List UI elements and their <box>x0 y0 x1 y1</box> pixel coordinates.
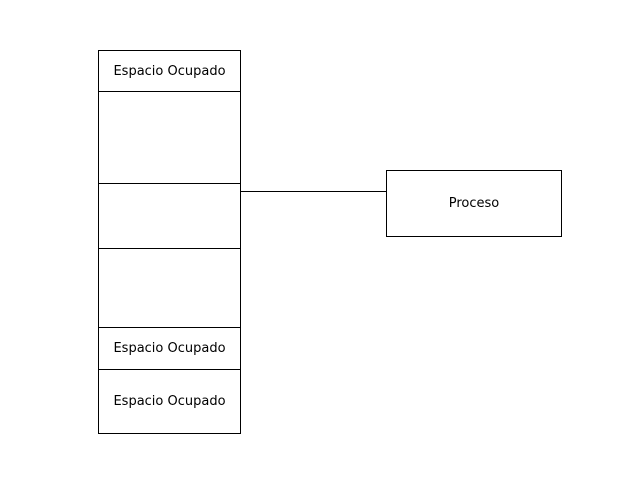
segment-label: Espacio Ocupado <box>113 63 226 79</box>
memory-segment-occupied-bottom: Espacio Ocupado <box>99 370 240 433</box>
memory-block: Espacio Ocupado Espacio Ocupado Espacio … <box>98 50 241 434</box>
memory-segment-free-1 <box>99 92 240 184</box>
connector-line <box>241 191 386 192</box>
memory-segment-free-2 <box>99 249 240 328</box>
segment-label: Espacio Ocupado <box>113 341 226 356</box>
process-box: Proceso <box>386 170 562 237</box>
memory-segment-occupied-top: Espacio Ocupado <box>99 51 240 92</box>
process-label: Proceso <box>448 196 500 211</box>
segment-label: Espacio Ocupado <box>113 394 226 409</box>
memory-segment-target <box>99 184 240 249</box>
memory-segment-occupied-middle: Espacio Ocupado <box>99 328 240 370</box>
